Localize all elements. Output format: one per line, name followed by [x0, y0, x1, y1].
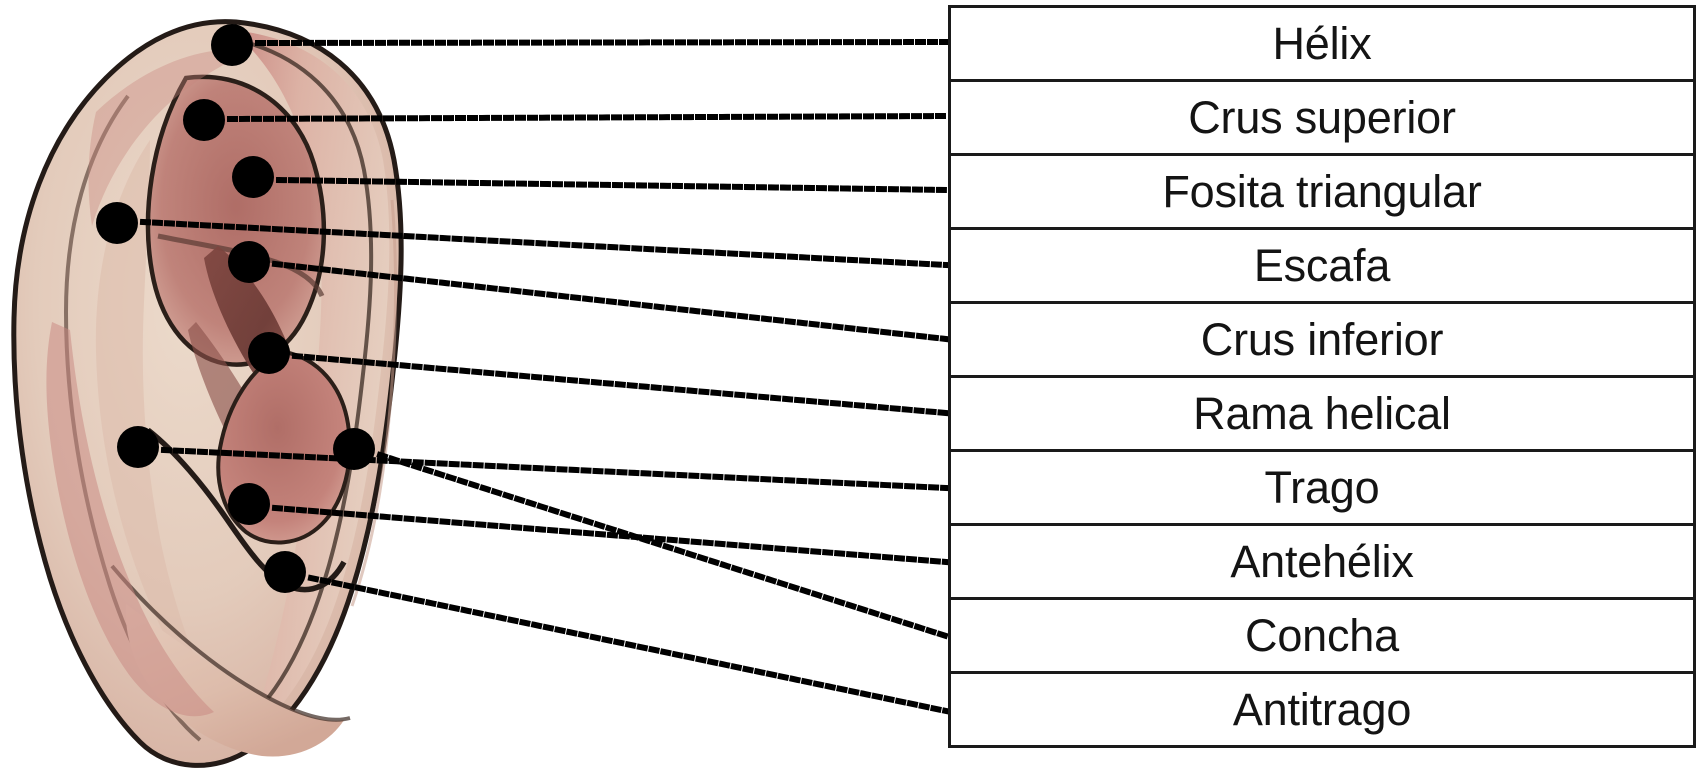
earlobe-crease: [110, 564, 351, 722]
table-row-escafa[interactable]: Escafa: [951, 230, 1693, 304]
leader-fosita-triangular: [275, 176, 950, 194]
row-label: Crus superior: [1188, 92, 1456, 143]
row-label: Crus inferior: [1200, 314, 1444, 365]
table-row-crus-superior[interactable]: Crus superior: [951, 82, 1693, 156]
posterior-shade: [46, 322, 214, 717]
marker-crus-superior[interactable]: [183, 99, 225, 141]
leader-trago: [160, 446, 950, 492]
marker-rama-helical[interactable]: [248, 332, 290, 374]
table-row-helix[interactable]: Hélix: [951, 8, 1693, 82]
helix-fold-line: [227, 36, 374, 726]
table-row-antehelix[interactable]: Antehélix: [951, 526, 1693, 600]
leader-antehelix: [271, 504, 950, 566]
marker-concha[interactable]: [333, 428, 375, 470]
leader-antitrago: [307, 574, 950, 715]
marker-antitrago[interactable]: [264, 551, 306, 593]
leader-helix: [254, 38, 950, 47]
concha-outline: [216, 349, 352, 545]
marker-helix[interactable]: [211, 24, 253, 66]
row-label: Rama helical: [1193, 388, 1451, 439]
table-row-antitrago[interactable]: Antitrago: [951, 674, 1693, 745]
leader-escafa: [139, 218, 950, 269]
leader-rama-helical: [291, 352, 950, 417]
row-label: Escafa: [1253, 240, 1391, 291]
row-label: Trago: [1264, 462, 1380, 513]
marker-escafa[interactable]: [96, 202, 138, 244]
marker-crus-inferior[interactable]: [228, 241, 270, 283]
leader-crus-superior: [226, 112, 950, 123]
upper-rose-wash: [88, 49, 252, 226]
row-label: Antehélix: [1230, 536, 1414, 587]
marker-fosita-triangular[interactable]: [232, 156, 274, 198]
row-label: Antitrago: [1232, 684, 1412, 735]
table-row-trago[interactable]: Trago: [951, 452, 1693, 526]
marker-trago[interactable]: [117, 426, 159, 468]
leader-crus-inferior: [271, 260, 950, 343]
table-row-rama-helical[interactable]: Rama helical: [951, 378, 1693, 452]
tragus-notch-curve: [146, 427, 347, 593]
table-row-concha[interactable]: Concha: [951, 600, 1693, 674]
triangular-fossa: [148, 76, 324, 365]
helix-rim: [232, 30, 390, 736]
table-row-fosita-triangular[interactable]: Fosita triangular: [951, 156, 1693, 230]
earlobe: [125, 604, 344, 757]
marker-antehelix[interactable]: [228, 483, 270, 525]
label-table: Hélix Crus superior Fosita triangular Es…: [948, 5, 1696, 748]
table-row-crus-inferior[interactable]: Crus inferior: [951, 304, 1693, 378]
row-label: Hélix: [1272, 18, 1372, 69]
scapha-region: [95, 140, 220, 712]
row-label: Fosita triangular: [1162, 166, 1482, 217]
row-label: Concha: [1245, 610, 1399, 661]
leader-concha: [376, 451, 950, 640]
anterior-edge: [350, 199, 398, 607]
